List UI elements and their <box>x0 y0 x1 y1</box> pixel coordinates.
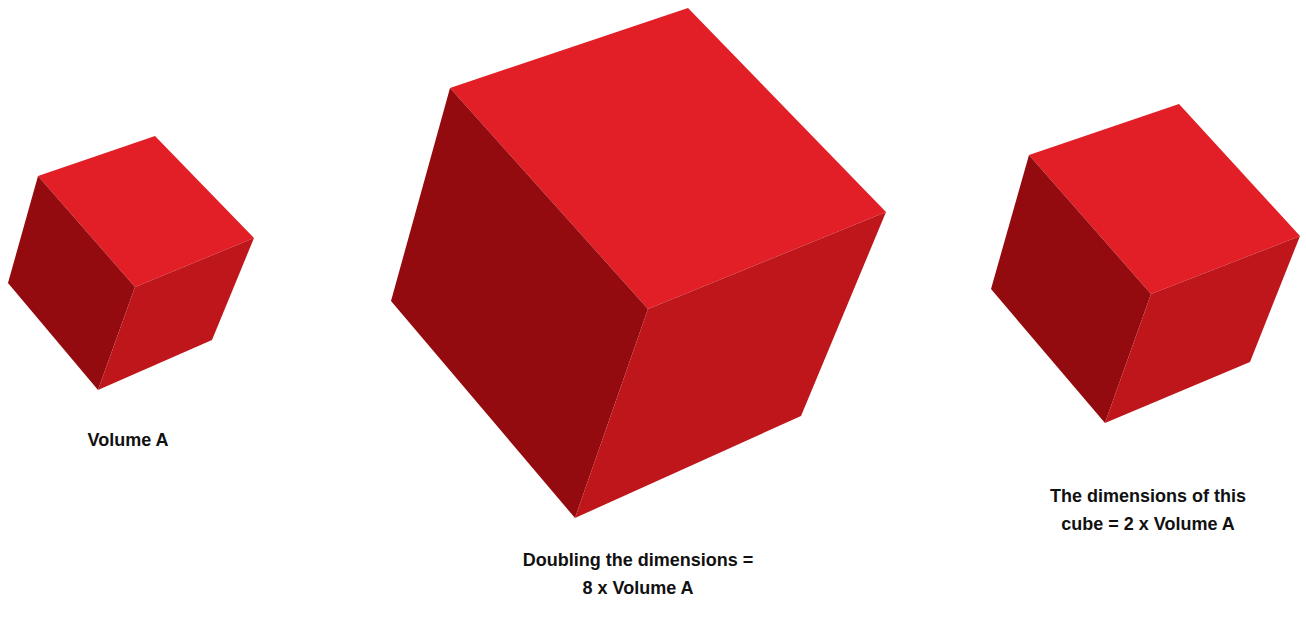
cube-caption: Volume A <box>28 426 228 454</box>
medium-cube <box>991 104 1300 423</box>
cube-caption: Doubling the dimensions = 8 x Volume A <box>518 546 758 602</box>
large-cube <box>391 8 886 518</box>
small-cube <box>8 136 254 390</box>
cube-caption: The dimensions of this cube = 2 x Volume… <box>1033 482 1263 538</box>
